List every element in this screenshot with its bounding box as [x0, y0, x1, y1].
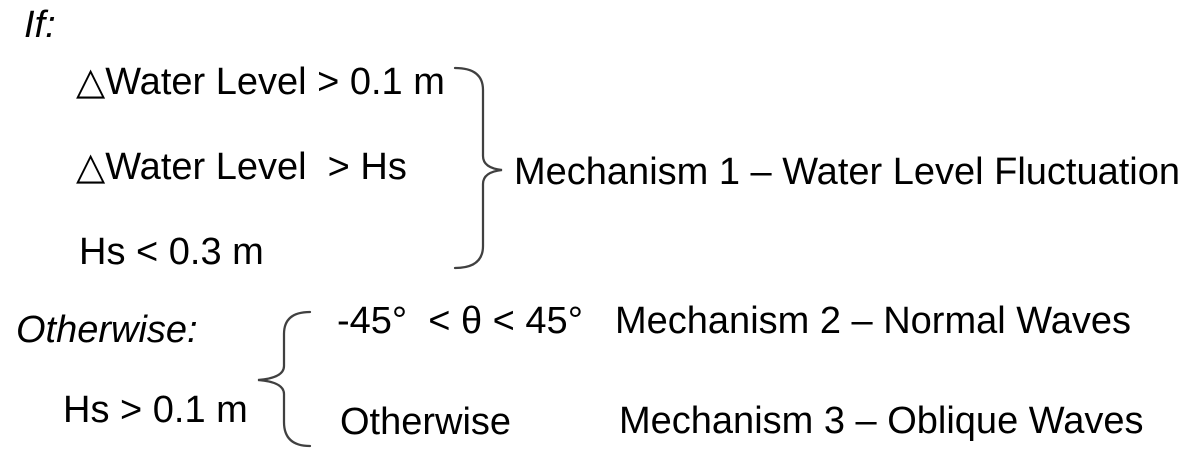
condition-hs-lt-03m: Hs < 0.3 m — [79, 231, 264, 273]
condition-water-level-gt-hs: △Water Level > Hs — [76, 146, 407, 188]
mechanism-3-label: Mechanism 3 – Oblique Waves — [619, 400, 1144, 442]
otherwise-label: Otherwise: — [16, 309, 198, 351]
right-curly-brace-icon — [453, 66, 503, 270]
left-curly-brace-icon — [257, 310, 312, 448]
if-label: If: — [24, 4, 56, 46]
condition-hs-gt-01m: Hs > 0.1 m — [63, 389, 248, 431]
condition-water-level-gt-01m: △Water Level > 0.1 m — [76, 61, 445, 103]
condition-otherwise: Otherwise — [340, 401, 512, 443]
condition-theta-range: -45° < θ < 45° — [337, 300, 583, 342]
mechanism-2-label: Mechanism 2 – Normal Waves — [615, 300, 1131, 342]
mechanism-1-label: Mechanism 1 – Water Level Fluctuation — [514, 151, 1181, 193]
